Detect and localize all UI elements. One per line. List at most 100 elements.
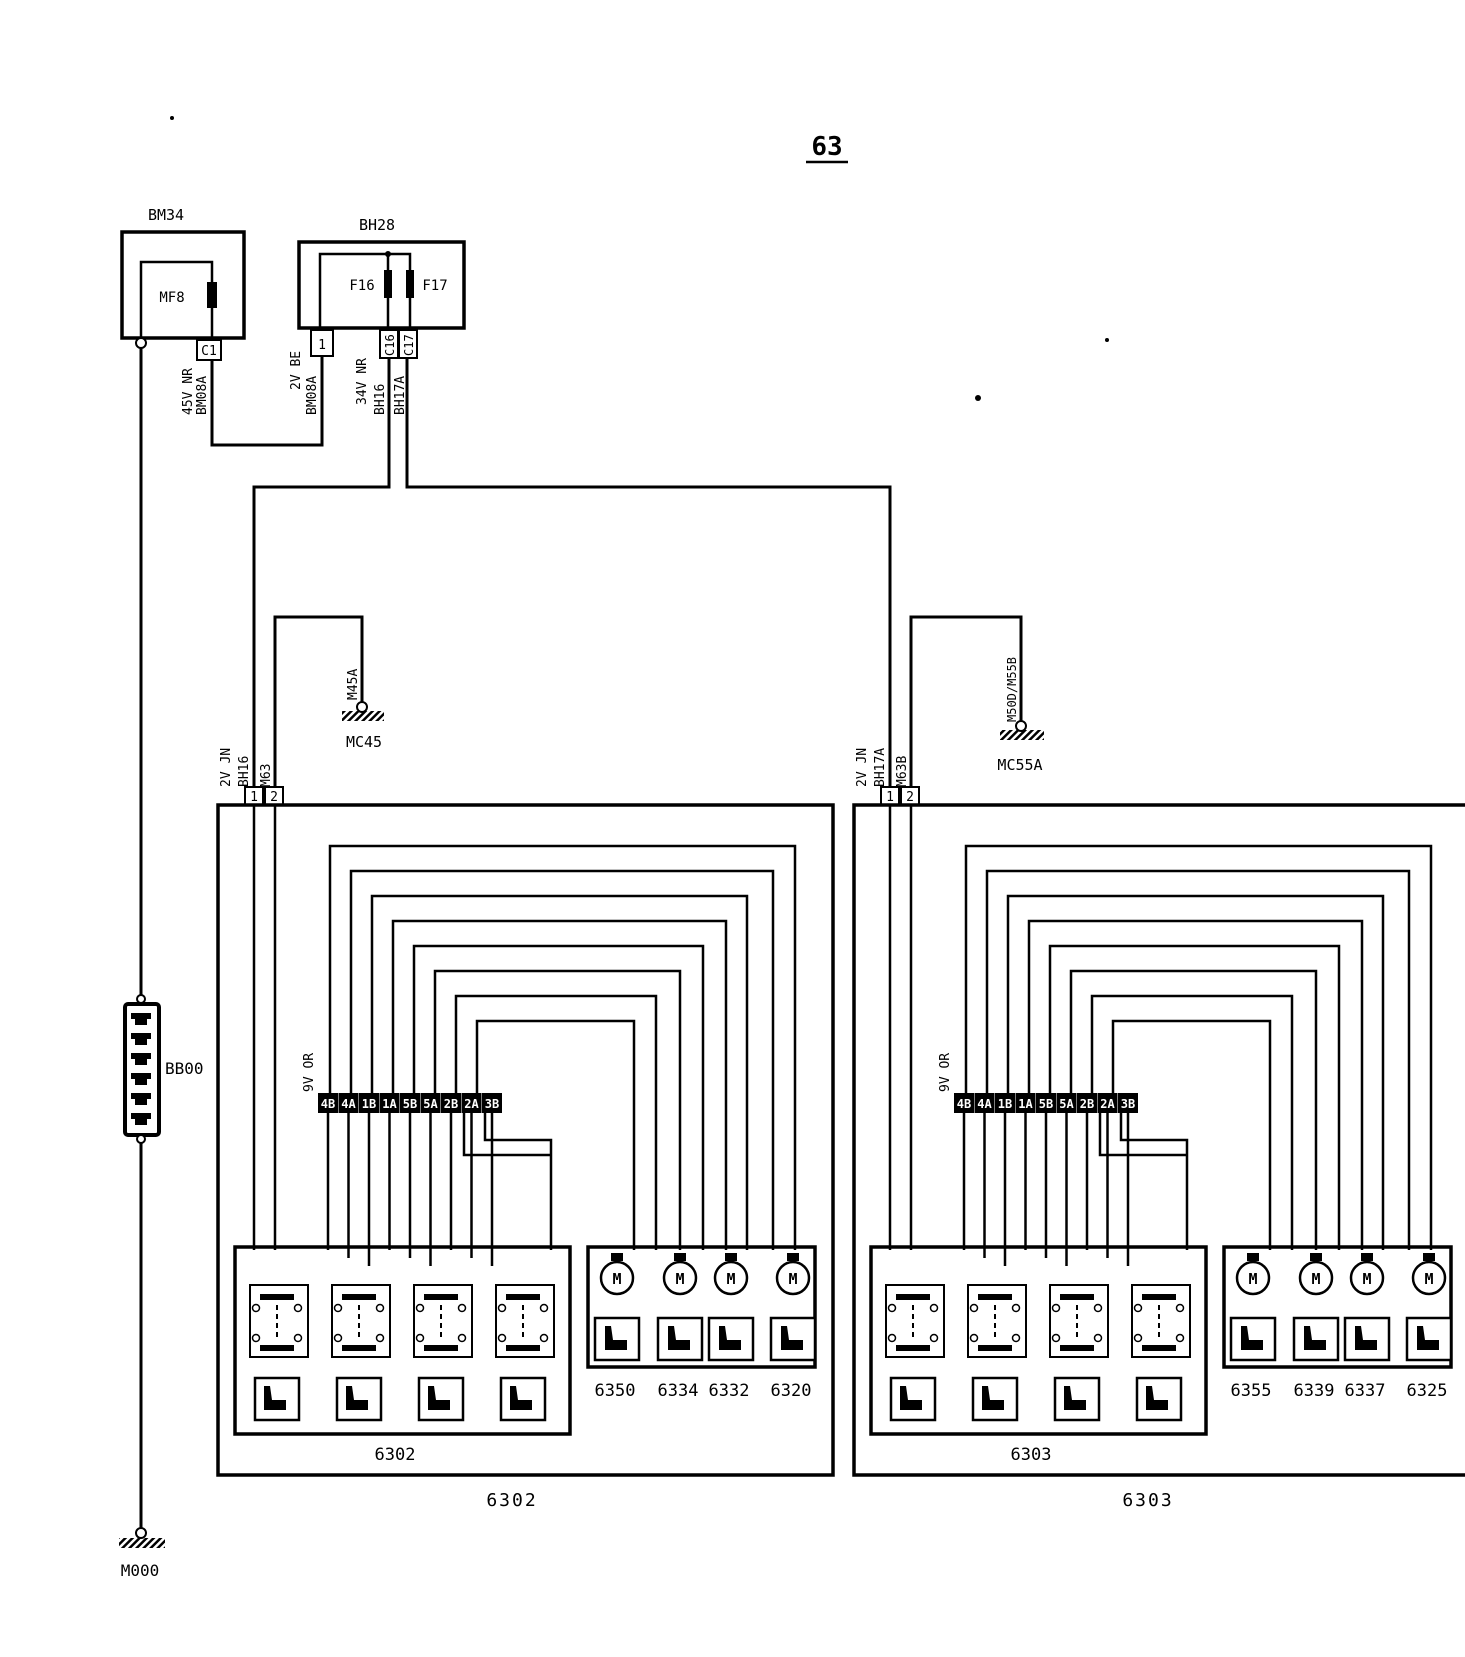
- unit-outer-box: [852, 803, 1465, 1477]
- bh28-module: BH28 F16 F17 1 C16 C17: [297, 216, 466, 359]
- wire-label: BM08A: [305, 376, 320, 415]
- bh28-pin-c16: C16: [383, 334, 397, 356]
- seat-adjust-icon: [417, 1376, 465, 1422]
- connector-pin-label: 3B: [1121, 1097, 1135, 1111]
- seat-switch[interactable]: [1131, 1284, 1191, 1358]
- motor-symbol: M: [726, 1270, 735, 1288]
- switch-block: [869, 1245, 1208, 1436]
- seat-adjust-icon: [335, 1376, 383, 1422]
- wire-label: M63B: [895, 756, 910, 787]
- motor-part-number: 6355: [1231, 1381, 1272, 1401]
- seat-adjust-icon: [656, 1316, 704, 1362]
- wire-label: 9V OR: [938, 1053, 953, 1092]
- motor-part-number: 6339: [1294, 1381, 1335, 1401]
- ground-mc55a: M50D/M55B MC55A: [997, 657, 1044, 774]
- seat-motor: M: [713, 1253, 749, 1296]
- connector-pin-label: 1B: [362, 1097, 376, 1111]
- motor-symbol: M: [675, 1270, 684, 1288]
- seat-switch[interactable]: [495, 1284, 555, 1358]
- switch-block: [233, 1245, 572, 1436]
- connector-pin: [1056, 1093, 1077, 1113]
- wire-label: M45A: [346, 669, 361, 700]
- seat-adjust-icon: [1229, 1316, 1277, 1362]
- motor-block: [1222, 1245, 1453, 1369]
- seat-adjust-icon: [1135, 1376, 1183, 1422]
- seat-motor: M: [1411, 1253, 1447, 1296]
- ground-icon: [1000, 730, 1044, 740]
- battery-bb00: BB00: [123, 994, 204, 1144]
- wire-label: 2V JN: [219, 748, 234, 787]
- seat-switch[interactable]: [331, 1284, 391, 1358]
- motor-part-number: 6325: [1407, 1381, 1448, 1401]
- wire-label: 2V JN: [855, 748, 870, 787]
- connector-pin-label: 2A: [464, 1097, 479, 1111]
- seat-adjust-icon: [1292, 1316, 1340, 1362]
- seat-adjust-icon: [707, 1316, 755, 1362]
- ground-icon: [342, 711, 384, 721]
- motor-part-number: 6337: [1345, 1381, 1386, 1401]
- connector-pin-label: 3B: [485, 1097, 499, 1111]
- seat-adjust-icon: [253, 1376, 301, 1422]
- fuse-icon: [207, 282, 217, 308]
- connector-pin: [1118, 1093, 1138, 1113]
- bh28-pin-1: 1: [318, 338, 326, 353]
- seat-switch[interactable]: [885, 1284, 945, 1358]
- seat-adjust-icon: [971, 1376, 1019, 1422]
- fuse-f17-icon: [406, 270, 414, 298]
- seat-motor: M: [1349, 1253, 1385, 1296]
- bh28-label: BH28: [359, 216, 395, 234]
- ground-mc45: M45A MC45: [342, 669, 384, 751]
- page-number: 63: [806, 132, 848, 164]
- connector-pin: [995, 1093, 1015, 1113]
- seat-switch[interactable]: [1049, 1284, 1109, 1358]
- bm34-module: BM34 MF8 C1: [120, 206, 246, 361]
- connector-pin-label: 2B: [444, 1097, 458, 1111]
- connector-pin-label: 5B: [1039, 1097, 1053, 1111]
- seat-adjust-icon: [593, 1316, 641, 1362]
- ground-mc55a-label: MC55A: [997, 756, 1042, 774]
- connector-pin: [461, 1093, 482, 1113]
- seat-switch[interactable]: [249, 1284, 309, 1358]
- top-wire-labels: 45V NR BM08A 2V BE BM08A 34V NR BH16 BH1…: [181, 351, 408, 415]
- fuse-f16-icon: [384, 270, 392, 298]
- motor-icon: [1235, 1260, 1271, 1296]
- wire-label: 9V OR: [302, 1053, 317, 1092]
- connector-pin: [379, 1093, 400, 1113]
- seat-switch[interactable]: [413, 1284, 473, 1358]
- switch-block-label: 6302: [375, 1445, 416, 1465]
- motor-icon: [775, 1260, 811, 1296]
- connector-pin: [318, 1093, 338, 1113]
- motor-symbol: M: [612, 1270, 621, 1288]
- motor-icon: [662, 1260, 698, 1296]
- seat-adjust-icon: [889, 1376, 937, 1422]
- motor-symbol: M: [1248, 1270, 1257, 1288]
- connector-pin-label: 1A: [382, 1097, 397, 1111]
- motor-icon: [713, 1260, 749, 1296]
- seat-motor: M: [1235, 1253, 1271, 1296]
- motor-icon: [1411, 1260, 1447, 1296]
- wire-label: BM08A: [195, 376, 210, 415]
- seat-motor: M: [1298, 1253, 1334, 1296]
- seat-adjust-icon: [1343, 1316, 1391, 1362]
- mf8-label: MF8: [159, 290, 184, 306]
- wire-label: BH16: [373, 384, 388, 415]
- connector-pin: [1097, 1093, 1118, 1113]
- bm34-pin-c1: C1: [201, 344, 217, 359]
- motor-icon: [599, 1260, 635, 1296]
- switch-block-label: 6303: [1011, 1445, 1052, 1465]
- connector-pin-label: 5A: [1059, 1097, 1074, 1111]
- connector-pin: [1036, 1093, 1056, 1113]
- motor-icon: [1349, 1260, 1385, 1296]
- connector-pin: [420, 1093, 441, 1113]
- seat-adjust-icon: [1405, 1316, 1453, 1362]
- seat-motor: M: [775, 1253, 811, 1296]
- connector-pin-label: 4A: [977, 1097, 992, 1111]
- wire-label: 34V NR: [355, 358, 370, 405]
- wires: [139, 348, 1023, 1528]
- page-number-text: 63: [811, 132, 842, 162]
- seat-switch[interactable]: [967, 1284, 1027, 1358]
- connector-pin: [1015, 1093, 1036, 1113]
- unit-label: 6303: [1122, 1490, 1173, 1511]
- seat-adjust-icon: [1053, 1376, 1101, 1422]
